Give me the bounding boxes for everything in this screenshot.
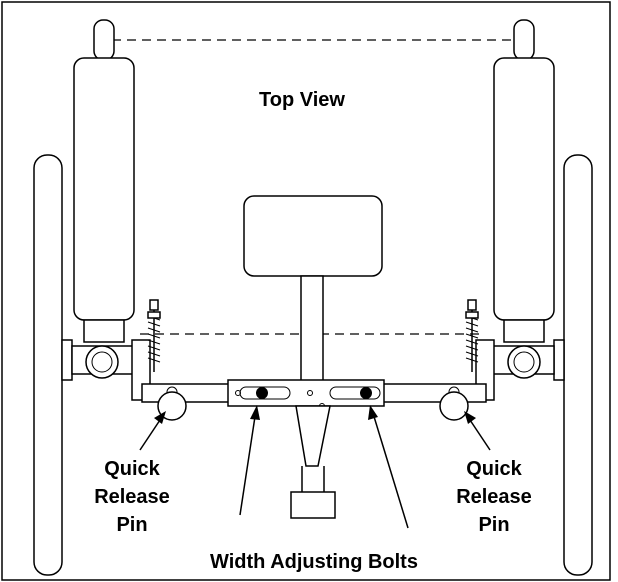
left-axle-plate (61, 339, 73, 381)
right-axle-plate (553, 339, 565, 381)
right-bolt-arrow (368, 405, 409, 529)
right-adjust-screw (465, 299, 479, 372)
right-slot (329, 386, 381, 400)
right-quick-release-pin (439, 391, 469, 421)
right-pin-label-line2: Release (456, 486, 532, 508)
right-pin-arrow (464, 411, 491, 451)
center-post (300, 275, 324, 385)
left-bolt-arrow (239, 405, 260, 516)
right-pin-label-line1: Quick (466, 458, 522, 480)
right-pin-label-line3: Pin (478, 514, 509, 536)
left-axle-hub (85, 345, 119, 379)
headrest-pad (243, 195, 383, 277)
left-adjust-screw (147, 299, 161, 372)
bolts-label: Width Adjusting Bolts (210, 551, 418, 573)
adjust-sleeve (227, 379, 385, 407)
left-side-cushion (73, 57, 135, 321)
left-pin-label-line1: Quick (104, 458, 160, 480)
right-cushion-base (503, 319, 545, 343)
right-wheel (563, 154, 593, 576)
left-pin-label-line2: Release (94, 486, 170, 508)
left-pin-label-line3: Pin (116, 514, 147, 536)
left-cushion-base (83, 319, 125, 343)
left-pin-arrow (139, 411, 166, 451)
left-wheel (33, 154, 63, 576)
left-push-handle (93, 19, 115, 61)
lower-stem (295, 405, 331, 467)
view-title: Top View (259, 89, 345, 111)
right-axle-hub (507, 345, 541, 379)
right-adjust-bolt (360, 387, 372, 399)
right-side-cushion (493, 57, 555, 321)
foot-block (290, 491, 336, 519)
left-adjust-bolt (256, 387, 268, 399)
right-push-handle (513, 19, 535, 61)
